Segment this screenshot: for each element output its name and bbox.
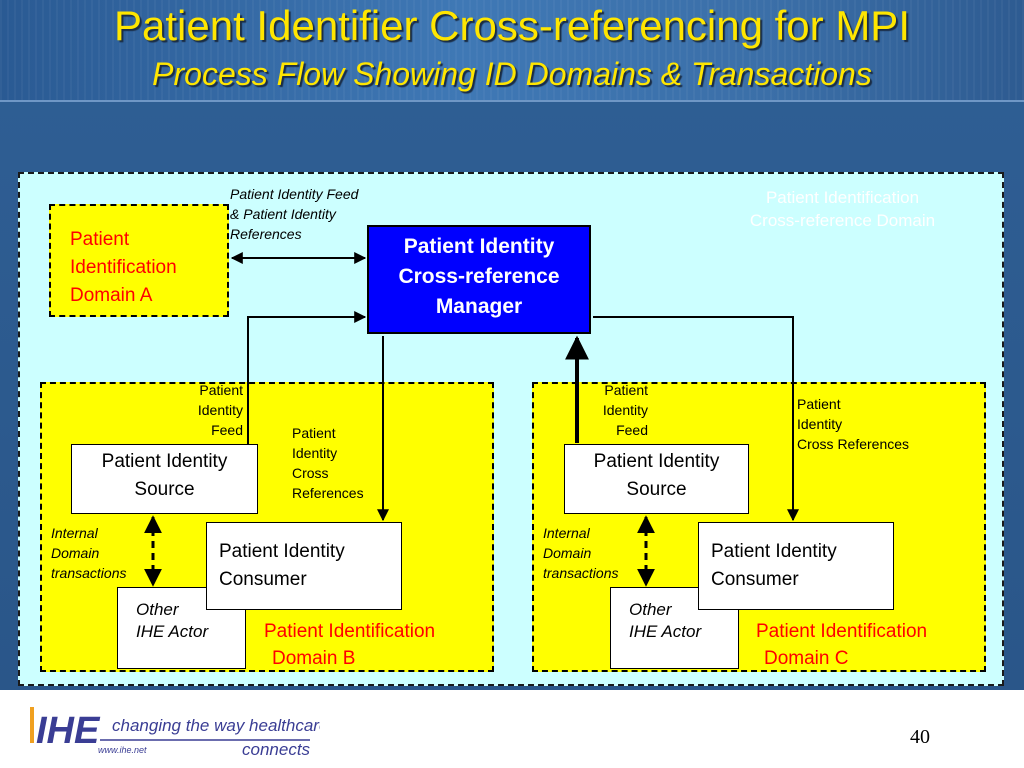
feed-references-label-line: References <box>230 226 302 242</box>
domain-a-label-line: Patient <box>70 229 130 250</box>
domain-b-other-label-line: Other <box>136 600 179 619</box>
domain-c-xref-arrow <box>593 316 799 522</box>
domain-c-source-label-line: Source <box>626 479 687 500</box>
domain-b-internal-label-line: Domain <box>51 545 100 561</box>
domain-c-consumer-label-line: Patient Identity <box>711 541 837 562</box>
domain-b-feed-label-line: Identity <box>197 402 243 418</box>
logo-tagline-connects: connects <box>242 740 311 759</box>
domain-c-identity-source: Patient Identity Source <box>564 444 749 514</box>
domain-a-label-line: Domain A <box>70 285 153 306</box>
domain-b-box <box>40 382 494 672</box>
domain-c-feed-label: Patient Identity Feed <box>560 380 648 440</box>
domain-a-box <box>49 204 229 317</box>
domain-b-feed-label-line: Feed <box>211 422 243 438</box>
domain-c-other-label-line: Other <box>629 600 672 619</box>
manager-label-line: Patient Identity <box>403 235 555 258</box>
domain-b-identity-source: Patient Identity Source <box>71 444 258 514</box>
domain-c-label: Patient Identification Domain C <box>756 618 927 672</box>
manager-label-line: Cross-reference <box>398 265 560 288</box>
domain-c-source-label-line: Patient Identity <box>593 451 720 472</box>
domain-c-xref-label: Patient Identity Cross References <box>797 394 909 454</box>
domain-c-feed-label-line: Identity <box>602 402 648 418</box>
domain-c-identity-consumer: Patient Identity Consumer <box>698 522 894 610</box>
domain-c-consumer-label-line: Consumer <box>711 569 799 590</box>
feed-references-label-line: & Patient Identity <box>230 206 336 222</box>
domain-b-label-line: Domain B <box>272 648 356 669</box>
domain-c-xref-label-line: Identity <box>797 416 843 432</box>
domain-b-feed-arrow <box>247 311 367 445</box>
domain-c-feed-label-line: Feed <box>616 422 648 438</box>
cross-reference-domain-label-line: Cross-reference Domain <box>749 211 936 230</box>
domain-a-label: Patient Identification Domain A <box>70 226 220 310</box>
domain-b-internal-label-line: Internal <box>51 525 98 541</box>
feed-references-label: Patient Identity Feed & Patient Identity… <box>230 184 358 244</box>
domain-c-xref-label-line: Cross References <box>797 436 910 452</box>
slide-title: Patient Identifier Cross-referencing for… <box>114 2 910 49</box>
domain-c-feed-label-line: Patient <box>604 382 648 398</box>
domain-c-other-label-line: IHE Actor <box>629 622 702 641</box>
logo-tagline: changing the way healthcare <box>112 716 320 735</box>
logo-url: www.ihe.net <box>98 745 147 755</box>
domain-b-label-line: Patient Identification <box>264 621 436 642</box>
domain-c-label-line: Patient Identification <box>756 621 928 642</box>
domain-b-internal-label: Internal Domain transactions <box>51 523 126 583</box>
page-number: 40 <box>910 726 930 748</box>
domain-b-label: Patient Identification Domain B <box>264 618 435 672</box>
domain-b-feed-label-line: Patient <box>199 382 243 398</box>
cross-reference-domain-label-line: Patient Identification <box>765 188 920 207</box>
logo-text: IHE <box>36 710 101 752</box>
domain-b-consumer-label-line: Consumer <box>219 569 307 590</box>
title-band <box>0 0 1024 102</box>
slide-subtitle: Process Flow Showing ID Domains & Transa… <box>152 56 872 92</box>
domain-b-internal-label-line: transactions <box>51 565 127 581</box>
domain-c-internal-label: Internal Domain transactions <box>543 523 618 583</box>
domain-c-internal-label-line: Internal <box>543 525 590 541</box>
domain-c-internal-label-line: Domain <box>543 545 592 561</box>
cross-reference-domain-label: Patient Identification Cross-reference D… <box>700 186 985 232</box>
domain-b-source-label-line: Patient Identity <box>101 451 228 472</box>
feed-references-label-line: Patient Identity Feed <box>230 186 359 202</box>
domain-b-xref-label-line: References <box>292 485 364 501</box>
domain-a-label-line: Identification <box>70 257 177 278</box>
domain-c-xref-label-line: Patient <box>797 396 841 412</box>
domain-b-identity-consumer: Patient Identity Consumer <box>206 522 402 610</box>
domain-b-xref-label: Patient Identity Cross References <box>292 423 364 503</box>
cross-reference-manager: Patient Identity Cross-reference Manager <box>367 225 591 334</box>
domain-b-xref-label-line: Cross <box>292 465 329 481</box>
domain-b-consumer-label-line: Patient Identity <box>219 541 345 562</box>
ihe-logo: IHE changing the way healthcare www.ihe.… <box>30 707 320 759</box>
manager-label-line: Manager <box>435 295 523 318</box>
domain-c-label-line: Domain C <box>764 648 849 669</box>
domain-b-xref-label-line: Identity <box>292 445 338 461</box>
domain-b-xref-label-line: Patient <box>292 425 336 441</box>
domain-b-feed-label: Patient Identity Feed <box>160 380 243 440</box>
domain-c-internal-label-line: transactions <box>543 565 619 581</box>
domain-b-other-label-line: IHE Actor <box>136 622 209 641</box>
domain-b-source-label-line: Source <box>134 479 195 500</box>
